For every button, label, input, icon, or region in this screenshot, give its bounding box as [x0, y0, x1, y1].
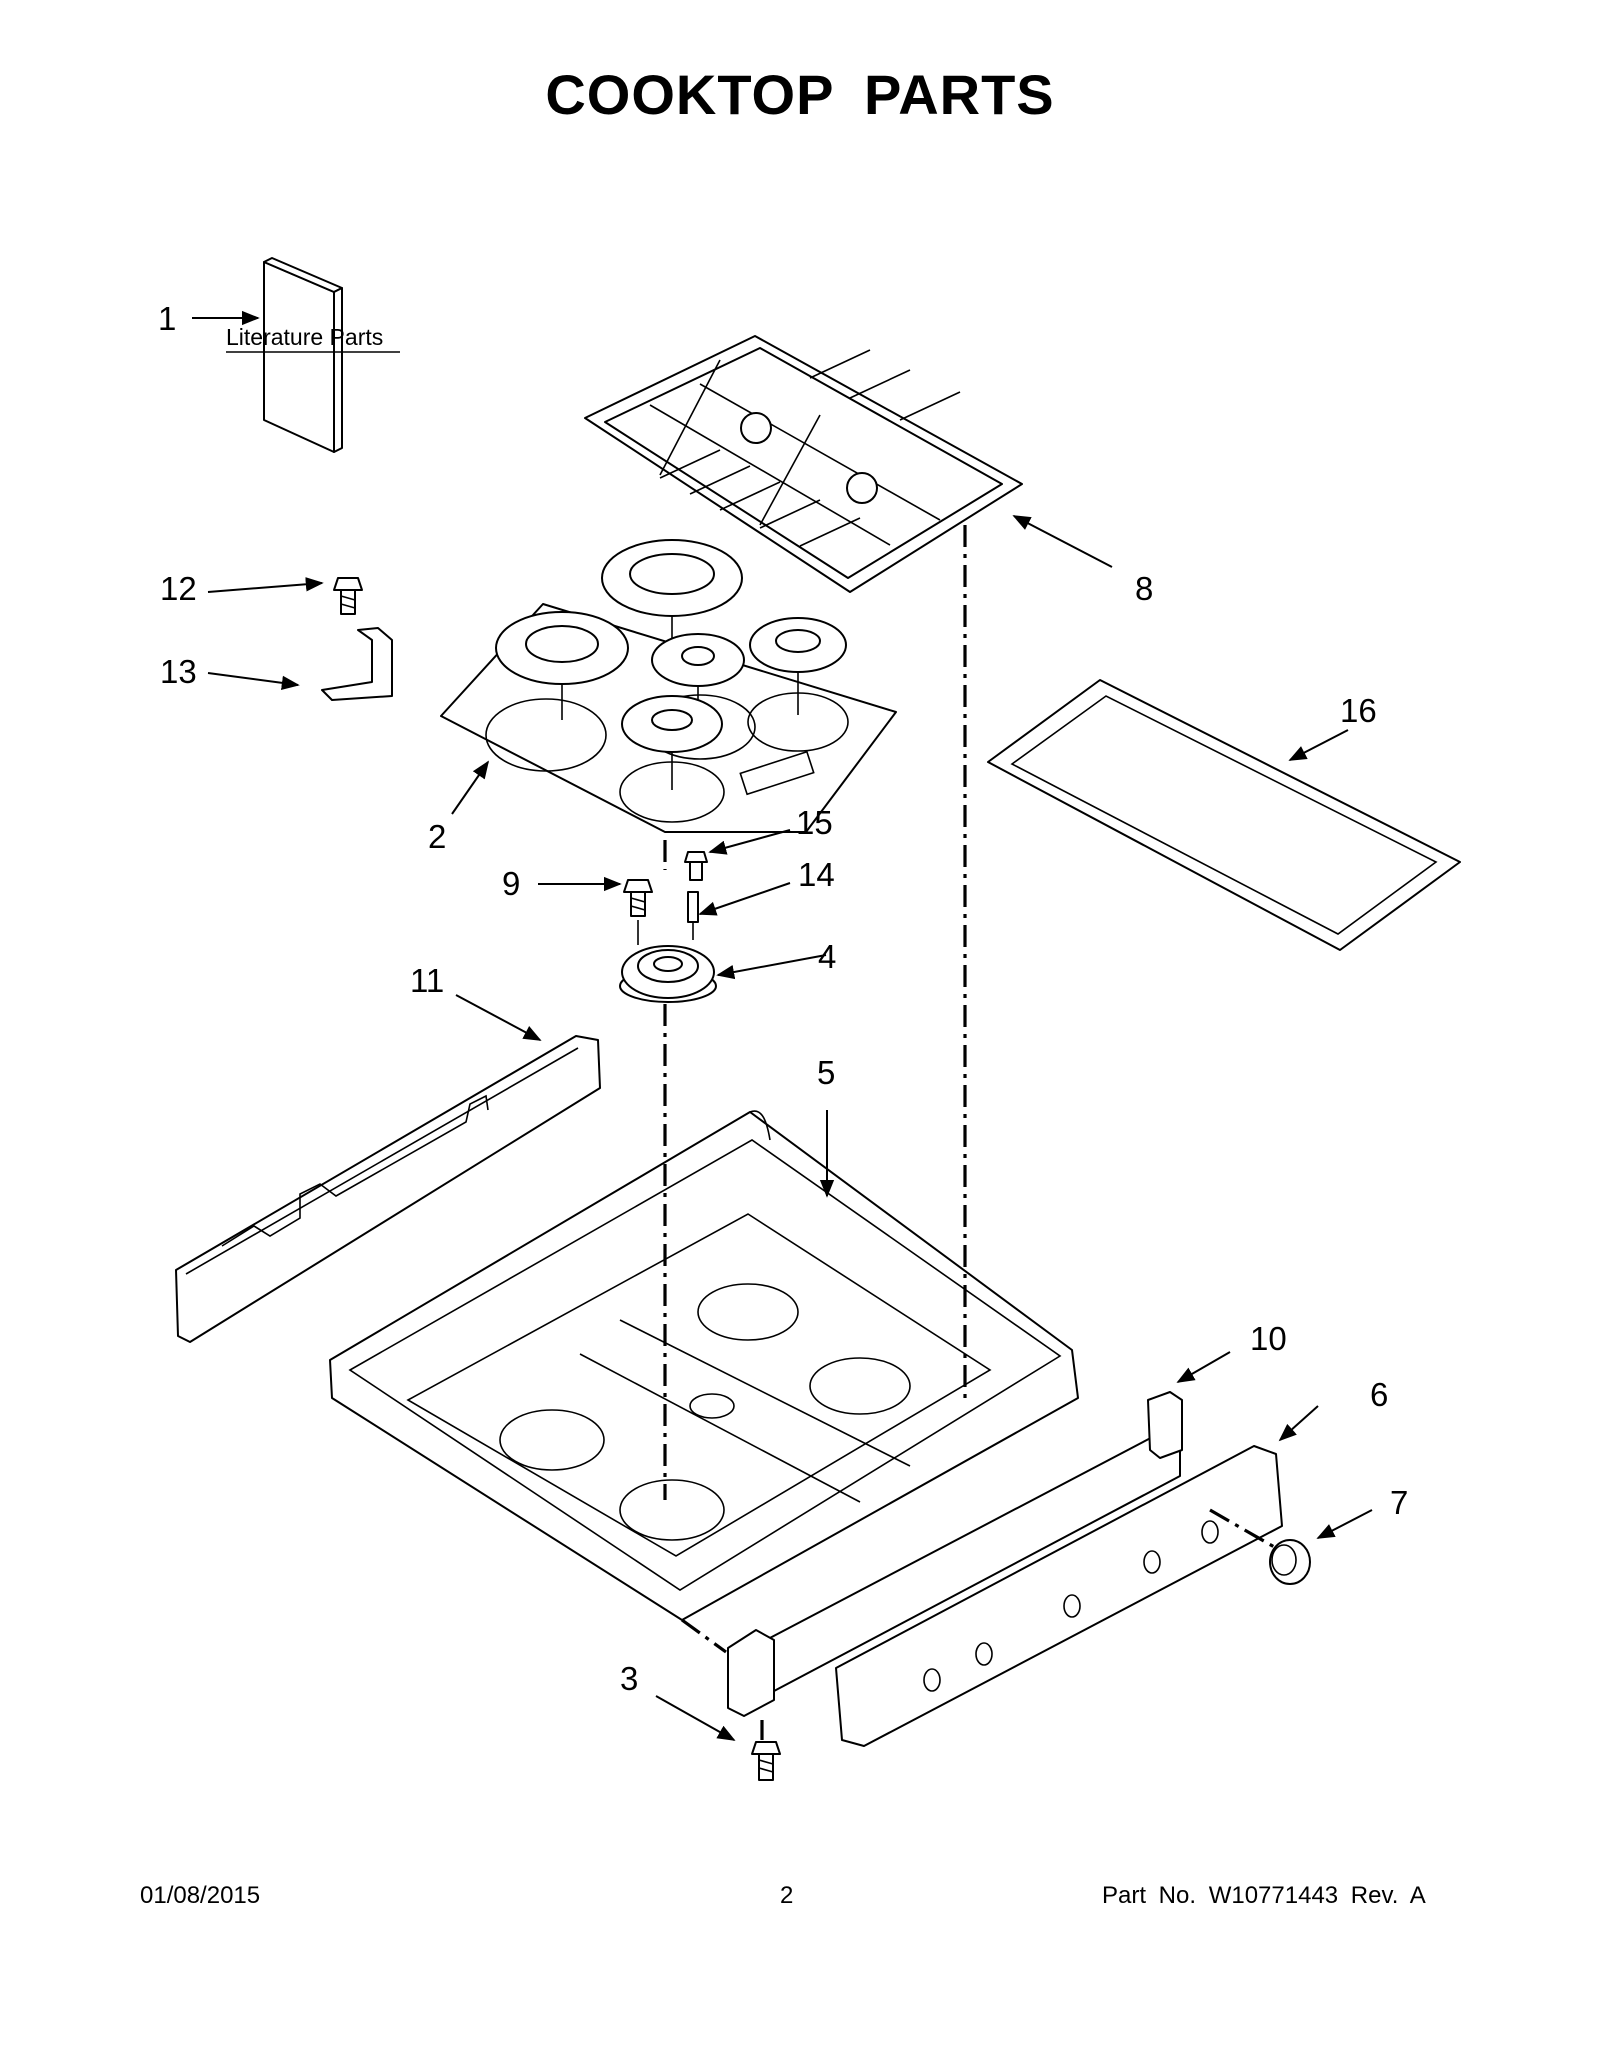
callout-14: 14 — [798, 856, 835, 893]
burner-base-part — [619, 945, 717, 1003]
callout-1: 1 — [158, 300, 176, 337]
literature-booklet-part — [263, 257, 343, 453]
bracket-10-part — [1147, 1391, 1183, 1459]
griddle-part — [987, 679, 1461, 951]
page-title: COOKTOP PARTS — [545, 63, 1055, 126]
callout-7: 7 — [1390, 1484, 1408, 1521]
callout-15: 15 — [796, 804, 833, 841]
callout-5: 5 — [817, 1054, 835, 1091]
footer-date: 01/08/2015 — [140, 1882, 261, 1909]
callout-9: 9 — [502, 865, 520, 902]
screw-15-part — [684, 851, 708, 881]
bracket-13-part — [321, 627, 393, 701]
footer-part-number: Part No. W10771443 Rev. A — [1102, 1882, 1426, 1909]
rear-trim-part — [175, 1035, 601, 1343]
callout-12: 12 — [160, 570, 197, 607]
screw-9-part — [623, 879, 653, 917]
callout-2: 2 — [428, 818, 446, 855]
main-top-part — [329, 1110, 1079, 1621]
electrode-14-part — [687, 891, 699, 940]
footer-page-number: 2 — [780, 1882, 794, 1909]
side-bracket-part — [727, 1629, 775, 1717]
callout-6: 6 — [1370, 1376, 1388, 1413]
callout-3: 3 — [620, 1660, 638, 1697]
callout-8: 8 — [1135, 570, 1153, 607]
callout-13: 13 — [160, 653, 197, 690]
callout-11: 11 — [410, 962, 444, 999]
grate-part — [584, 335, 1023, 593]
screw-12-part — [333, 577, 363, 615]
literature-parts-label: Literature Parts — [226, 324, 383, 350]
assembly-lines — [663, 525, 1277, 1740]
screw-3-part — [751, 1741, 781, 1781]
control-panel-part — [727, 1431, 1283, 1747]
cooktop-part — [440, 539, 897, 833]
leader-arrows — [192, 310, 1373, 1741]
callout-10: 10 — [1250, 1320, 1287, 1357]
callout-4: 4 — [818, 938, 836, 975]
callout-16: 16 — [1340, 692, 1377, 729]
knob-part — [1269, 1539, 1311, 1585]
